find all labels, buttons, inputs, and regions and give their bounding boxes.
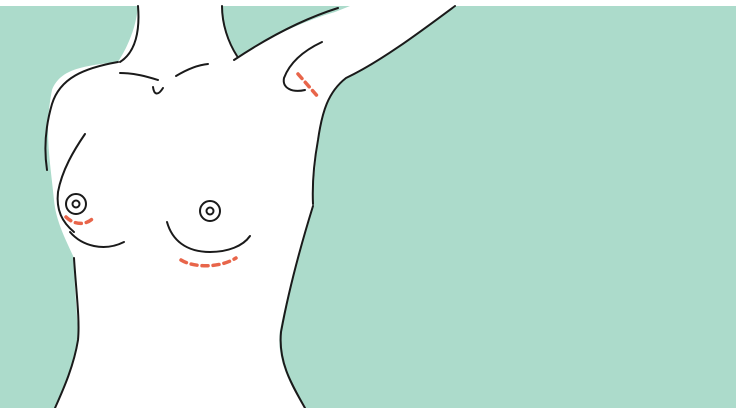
torso-illustration xyxy=(0,0,736,408)
illustration xyxy=(0,0,736,408)
